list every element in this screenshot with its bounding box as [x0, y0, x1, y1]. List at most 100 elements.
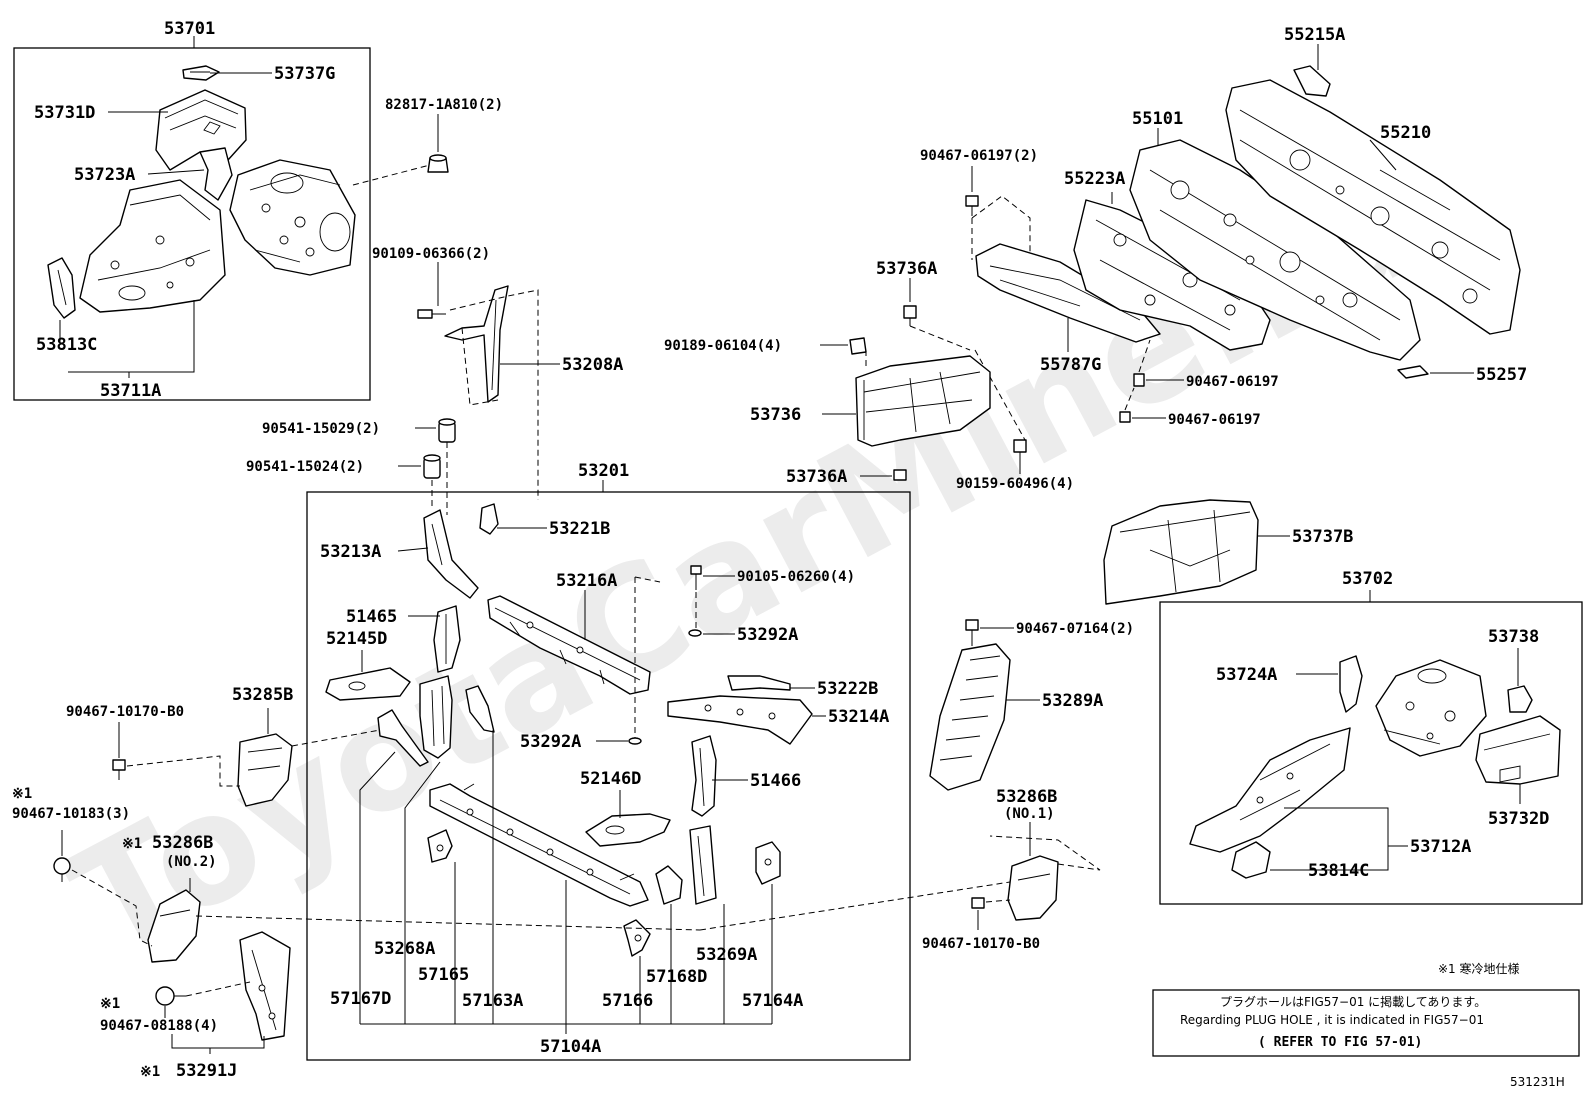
part-53216A-shape: [487, 595, 651, 695]
label-53702: 53702: [1342, 569, 1393, 589]
part-53289A-shape: [929, 643, 1011, 791]
label-90109-06366: 90109-06366(2): [372, 246, 490, 262]
bolt-53736A-bottom-shape: [893, 469, 907, 481]
bolt-90467-06197-b-shape: [1119, 411, 1131, 423]
part-55215A-shape: [1293, 65, 1331, 97]
label-53286B-no2: (NO.2): [166, 854, 217, 870]
part-53208A-shape: [444, 285, 509, 403]
label-53291J: 53291J: [176, 1061, 237, 1081]
label-90467-10183: 90467-10183(3): [12, 806, 130, 822]
label-53736: 53736: [750, 405, 801, 425]
label-90467-06197-a: 90467-06197: [1186, 374, 1279, 390]
label-53737B: 53737B: [1292, 527, 1353, 547]
part-53732D-shape: [1475, 715, 1561, 785]
spacer-90541-15029-shape: [438, 418, 456, 443]
part-53286B-no2-shape: [147, 889, 201, 963]
label-53737G: 53737G: [274, 64, 335, 84]
bolt-53736A-top-shape: [903, 305, 917, 326]
nut-90189-shape: [849, 337, 867, 355]
part-55101-shape: [1129, 139, 1421, 361]
label-53214A: 53214A: [828, 707, 889, 727]
cold-mark-1: ※1: [12, 786, 32, 802]
label-53286B-left: 53286B: [152, 833, 213, 853]
label-53814C: 53814C: [1308, 861, 1369, 881]
label-55210: 55210: [1380, 123, 1431, 143]
part-53268A-shape: [419, 675, 453, 759]
cold-mark-3: ※1: [100, 996, 120, 1012]
part-53814C-shape: [1231, 841, 1271, 879]
dashed-guide: [449, 289, 539, 500]
label-53724A: 53724A: [1216, 665, 1277, 685]
label-53269A: 53269A: [696, 945, 757, 965]
label-90105-06260: 90105-06260(4): [737, 569, 855, 585]
label-90189-06104: 90189-06104(4): [664, 338, 782, 354]
part-53723A-shape: [199, 147, 233, 201]
part-55210-shape: [1225, 79, 1521, 335]
label-90467-08188: 90467-08188(4): [100, 1018, 218, 1034]
dashed-guide: [634, 576, 661, 740]
plug-note-line3: ( REFER TO FIG 57-01): [1258, 1035, 1422, 1050]
label-53723A: 53723A: [74, 165, 135, 185]
labels: 53701 53737G 53731D 53723A 53813C 53711A…: [12, 19, 1565, 1089]
label-53701: 53701: [164, 19, 215, 39]
cold-spec-note: ※1 寒冷地仕様: [1438, 961, 1520, 976]
part-53736-shape: [855, 355, 991, 447]
dashed-guide: [71, 869, 701, 947]
cold-mark-4: ※1: [140, 1064, 160, 1080]
spacer-90541-15024-shape: [423, 454, 441, 479]
label-53736A-bottom: 53736A: [786, 467, 847, 487]
dashed-guide: [352, 164, 431, 186]
part-55787G-shape: [975, 243, 1161, 343]
part-53286B-no1-shape: [1007, 855, 1059, 921]
bolt-90159-shape: [1013, 439, 1027, 453]
label-57168D: 57168D: [646, 967, 707, 987]
group-box-53701: [13, 47, 371, 401]
label-90467-06197-2: 90467-06197(2): [920, 148, 1038, 164]
plug-note-line2: Regarding PLUG HOLE , it is indicated in…: [1180, 1013, 1484, 1027]
part-57163A-shape: [465, 685, 495, 733]
part-53221B-shape: [479, 503, 499, 535]
dashed-guide: [431, 442, 448, 515]
label-53216A: 53216A: [556, 571, 617, 591]
label-53201: 53201: [578, 461, 629, 481]
label-53208A: 53208A: [562, 355, 623, 375]
label-53222B: 53222B: [817, 679, 878, 699]
part-53222B-shape: [727, 675, 791, 691]
bolt-90105-shape: [690, 565, 702, 590]
leader: [68, 300, 195, 373]
label-57104A: 57104A: [540, 1037, 601, 1057]
label-53292A-top: 53292A: [737, 625, 798, 645]
part-53711A-shape: [79, 179, 226, 313]
label-90159-60496: 90159-60496(4): [956, 476, 1074, 492]
part-57168D-shape: [655, 865, 683, 905]
label-55101: 55101: [1132, 109, 1183, 129]
leader: [147, 169, 205, 175]
part-52146D-shape: [585, 813, 671, 847]
part-57164A-shape: [755, 841, 781, 885]
washer-53292A-mid: [628, 737, 642, 745]
label-53738: 53738: [1488, 627, 1539, 647]
label-57165: 57165: [418, 965, 469, 985]
label-57167D: 57167D: [330, 989, 391, 1009]
label-90467-10170-B0-right: 90467-10170-B0: [922, 936, 1040, 952]
label-53286B-right: 53286B: [996, 787, 1057, 807]
label-90467-10170-B0-left: 90467-10170-B0: [66, 704, 184, 720]
part-51465-shape: [433, 605, 461, 673]
clip-90467-08188-shape: [155, 986, 186, 1006]
dashed-guide: [126, 729, 381, 787]
part-53213A-shape: [423, 509, 479, 599]
part-53731D-shape: [155, 89, 247, 171]
bolt-90467-07164-shape: [965, 619, 979, 646]
part-53285B-shape: [237, 733, 293, 807]
washer-53292A-top: [688, 629, 702, 637]
label-55257: 55257: [1476, 365, 1527, 385]
label-57163A: 57163A: [462, 991, 523, 1011]
part-strut-tower-right-shape: [1375, 659, 1487, 757]
label-52145D: 52145D: [326, 629, 387, 649]
dashed-guide: [699, 835, 1101, 931]
part-51466-shape: [691, 735, 717, 817]
bolt-90467-10170-right-shape: [971, 897, 985, 909]
group-box-53201: [306, 491, 911, 1061]
part-55257-shape: [1397, 365, 1429, 379]
